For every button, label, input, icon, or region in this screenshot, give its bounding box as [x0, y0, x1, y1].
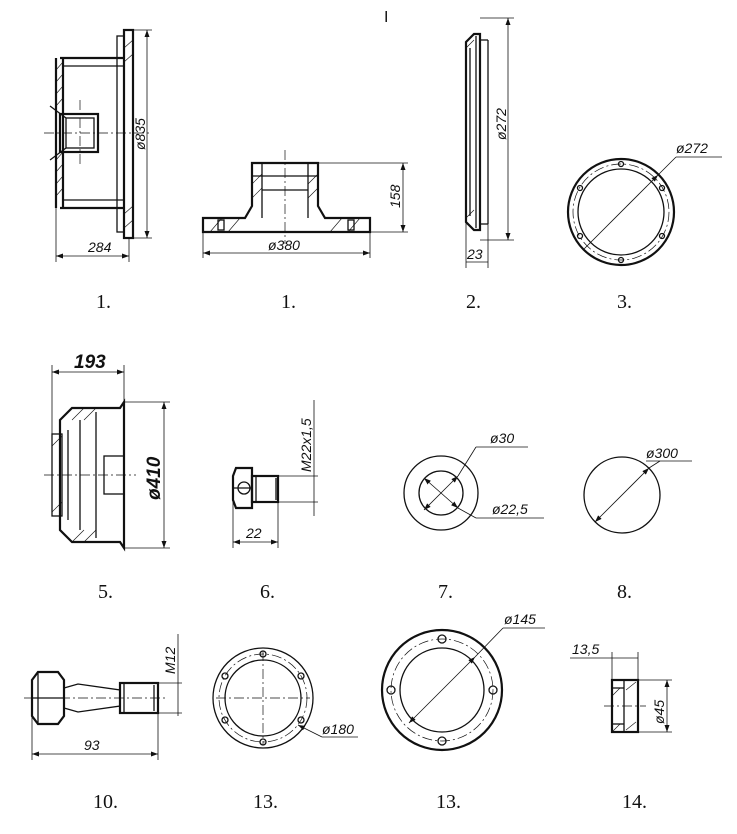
part-13b-drawing: ø145	[380, 611, 545, 752]
part-1a-dim-length: 284	[87, 239, 112, 255]
page-mark: I	[384, 9, 388, 26]
part-6-dim-thread: M22x1,5	[298, 418, 314, 472]
part-7-label: 7.	[438, 581, 453, 603]
part-1b-label: 1.	[281, 291, 296, 313]
part-6-dim-length: 22	[245, 525, 262, 541]
part-3-dim-diameter: ø272	[676, 140, 708, 156]
part-5-dim-diameter: ø410	[144, 456, 165, 500]
part-6-drawing: M22x1,5 22	[231, 400, 318, 548]
part-14-dim-diameter: ø45	[651, 700, 667, 724]
part-1a-label: 1.	[96, 291, 111, 313]
part-1a-dim-diameter: ø835	[132, 118, 148, 150]
part-6-label: 6.	[260, 581, 275, 603]
part-14-dim-length: 13,5	[572, 641, 599, 657]
part-2-dim-thickness: 23	[466, 246, 483, 262]
part-10-label: 10.	[93, 791, 118, 813]
part-13a-dim-diameter: ø180	[322, 721, 354, 737]
part-7-drawing: ø30 ø22,5	[403, 430, 544, 531]
part-13b-label: 13.	[436, 791, 461, 813]
part-14-label: 14.	[622, 791, 647, 813]
part-10-dim-thread: M12	[162, 647, 178, 674]
part-7-dim-inner: ø22,5	[492, 501, 528, 517]
part-3-label: 3.	[617, 291, 632, 313]
part-5-dim-length: 193	[74, 352, 106, 373]
part-1b-drawing: 158 ø380	[201, 150, 408, 258]
part-14-drawing: 13,5 ø45	[570, 641, 672, 734]
part-13b-dim-diameter: ø145	[504, 611, 536, 627]
part-2-label: 2.	[466, 291, 481, 313]
part-10-dim-length: 93	[84, 737, 100, 753]
part-10-drawing: M12 93	[24, 634, 182, 760]
part-1b-dim-height: 158	[387, 184, 403, 208]
part-2-drawing: ø272 23	[464, 17, 514, 268]
part-1b-dim-diameter: ø380	[268, 237, 300, 253]
part-8-drawing: ø300	[583, 445, 692, 534]
part-2-dim-diameter: ø272	[493, 108, 509, 140]
part-13a-label: 13.	[253, 791, 278, 813]
part-5-drawing: 193 ø410	[44, 352, 170, 552]
part-5-label: 5.	[98, 581, 113, 603]
part-8-label: 8.	[617, 581, 632, 603]
part-1a-drawing: ø835 284	[44, 28, 152, 262]
part-8-dim-diameter: ø300	[646, 445, 678, 461]
part-7-dim-outer: ø30	[490, 430, 514, 446]
part-3-drawing: ø272	[566, 140, 722, 267]
part-13a-drawing: ø180	[212, 647, 358, 749]
